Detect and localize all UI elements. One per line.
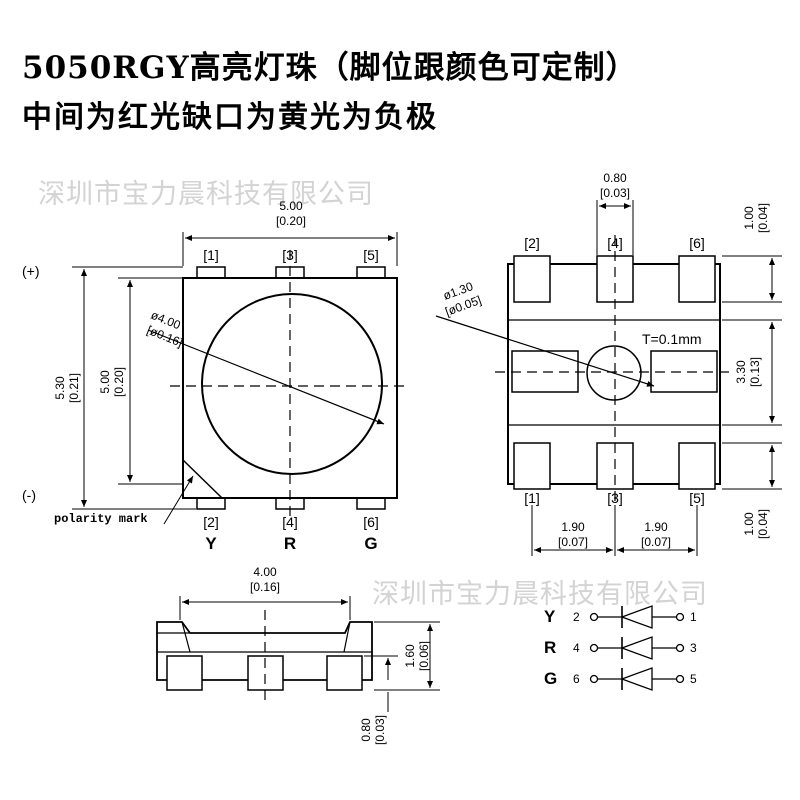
color-label-y: Y xyxy=(205,534,217,553)
side-pad-right xyxy=(326,655,363,691)
bottom-mid-pad-right xyxy=(650,350,718,393)
schematic-row-r: R 4 3 xyxy=(544,636,697,660)
schematic-right-pin-1: 1 xyxy=(690,610,697,624)
pitch-left-dim-in: [0.07] xyxy=(558,535,588,549)
hole-dim-leader xyxy=(435,315,655,387)
pitch-right-dim: 1.90 xyxy=(644,520,668,534)
bottom-pin-label-2: [2] xyxy=(524,235,540,251)
schematic-row-g: G 6 5 xyxy=(544,667,697,691)
pitch-left-dim: 1.90 xyxy=(561,520,585,534)
bottom-pin-label-3: [3] xyxy=(607,490,623,506)
thickness-label: T=0.1mm xyxy=(642,331,702,347)
bottom-pad-5 xyxy=(678,442,716,490)
side-view-labels: 4.00 [0.16] 1.60 [0.06] 0.80 [0.03] xyxy=(250,565,431,745)
side-height-dim-in: [0.06] xyxy=(417,641,431,671)
side-width-dim: 4.00 xyxy=(253,565,277,579)
schematic-color-r: R xyxy=(544,638,556,657)
top-pin-label-6: [6] xyxy=(363,514,379,530)
top-pin-label-5: [5] xyxy=(363,247,379,263)
top-pin-label-4: [4] xyxy=(282,514,298,530)
schematic-left-pin-6: 6 xyxy=(573,672,580,686)
pad-width-dim: 0.80 xyxy=(603,171,627,185)
schematic-right-pin-5: 5 xyxy=(690,672,697,686)
top-view-pin-2 xyxy=(196,497,226,510)
side-height-dim: 1.60 xyxy=(403,644,417,668)
side-view xyxy=(156,596,440,712)
top-pin-label-2: [2] xyxy=(203,514,219,530)
schematic: Y 2 1 R 4 3 G 6 5 xyxy=(544,605,697,691)
bottom-pin-label-4: [4] xyxy=(607,235,623,251)
top-view xyxy=(72,232,410,525)
side-pad-left xyxy=(166,655,203,691)
watermark-bottom: 深圳市宝力晨科技有限公司 xyxy=(372,579,708,610)
bottom-pad-1 xyxy=(513,442,551,490)
bottom-pin-label-1: [1] xyxy=(524,490,540,506)
side-pad-dim-in: [0.03] xyxy=(373,715,387,745)
top-outer-height-dim-in: [0.21] xyxy=(67,373,81,403)
schematic-left-pin-2: 2 xyxy=(573,610,580,624)
schematic-left-pin-4: 4 xyxy=(573,641,580,655)
top-view-pin-5 xyxy=(356,266,386,279)
top-pin-label-3: [3] xyxy=(282,247,298,263)
polarity-leader xyxy=(163,475,194,525)
bottom-view xyxy=(435,200,782,556)
top-view-lens xyxy=(201,293,383,475)
pitch-right-dim-in: [0.07] xyxy=(641,535,671,549)
schematic-color-g: G xyxy=(544,669,557,688)
side-width-dim-in: [0.16] xyxy=(250,580,280,594)
bottom-pad-6 xyxy=(678,255,716,303)
schematic-right-pin-3: 3 xyxy=(690,641,697,655)
top-width-dim-in: [0.20] xyxy=(276,214,306,228)
polarity-notch xyxy=(182,459,223,499)
pad-height-bottom-dim-in: [0.04] xyxy=(756,509,770,539)
top-inner-height-dim-in: [0.20] xyxy=(112,367,126,397)
schematic-color-y: Y xyxy=(544,607,556,626)
page-title: 5050RGY高亮灯珠（脚位跟颜色可定制） xyxy=(22,50,638,86)
color-label-g: G xyxy=(364,534,377,553)
color-label-r: R xyxy=(284,534,296,553)
diode-r-icon xyxy=(620,636,653,660)
diode-y-icon xyxy=(620,605,653,629)
top-view-pin-1 xyxy=(196,266,226,279)
diode-g-icon xyxy=(620,667,653,691)
polarity-mark-label: polarity mark xyxy=(54,512,148,526)
page-subtitle: 中间为红光缺口为黄光为负极 xyxy=(22,100,438,135)
top-outer-height-dim: 5.30 xyxy=(53,376,67,400)
bottom-pad-4 xyxy=(596,255,634,303)
pad-height-bottom-dim: 1.00 xyxy=(742,512,756,536)
bottom-center-hole xyxy=(586,345,642,401)
top-view-labels: 5.00 [0.20] 5.30 [0.21] 5.00 [0.20] ø4.0… xyxy=(22,199,379,553)
minus-label: (-) xyxy=(22,487,36,503)
schematic-row-y: Y 2 1 xyxy=(544,605,697,629)
top-pin-label-1: [1] xyxy=(203,247,219,263)
top-inner-height-dim: 5.00 xyxy=(98,370,112,394)
side-pad-dim: 0.80 xyxy=(359,718,373,742)
plus-label: (+) xyxy=(22,263,40,279)
center-gap-dim-in: [0.13] xyxy=(748,357,762,387)
lens-dim-leader xyxy=(147,329,385,425)
bottom-pin-label-5: [5] xyxy=(689,490,705,506)
top-view-pin-6 xyxy=(356,497,386,510)
bottom-pad-2 xyxy=(513,255,551,303)
pad-width-dim-in: [0.03] xyxy=(600,186,630,200)
bottom-pin-label-6: [6] xyxy=(689,235,705,251)
watermark-top: 深圳市宝力晨科技有限公司 xyxy=(38,179,374,210)
center-gap-dim: 3.30 xyxy=(734,360,748,384)
pad-height-top-dim-in: [0.04] xyxy=(756,203,770,233)
top-width-dim: 5.00 xyxy=(279,199,303,213)
pad-height-top-dim: 1.00 xyxy=(742,206,756,230)
